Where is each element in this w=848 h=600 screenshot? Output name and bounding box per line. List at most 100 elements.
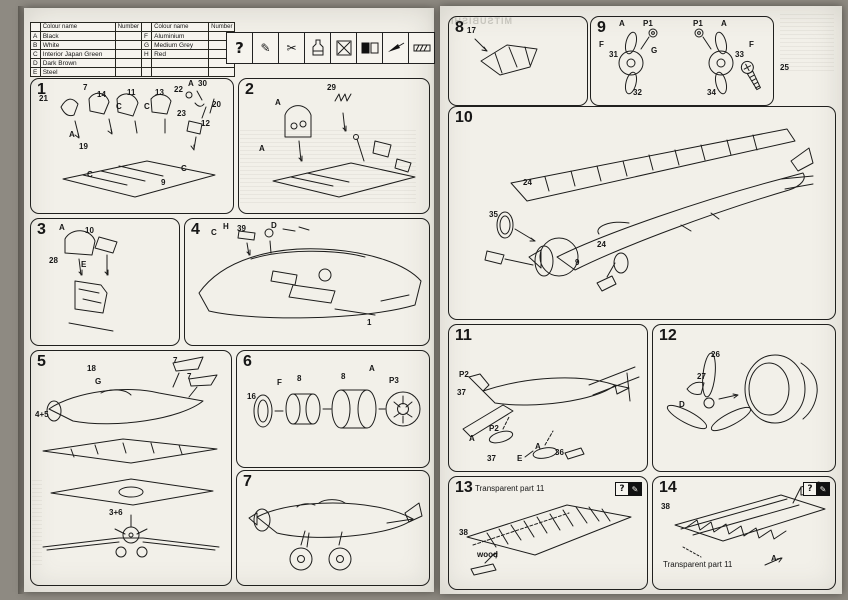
glue-icon bbox=[305, 33, 331, 63]
symbol-legend: ? ✎ ✂ bbox=[226, 32, 435, 64]
landing-gear-drawing bbox=[248, 499, 423, 571]
step-number: 1 bbox=[37, 81, 46, 98]
part-label: 7 bbox=[187, 372, 192, 381]
underwing-stores-drawing bbox=[462, 366, 640, 460]
pencil-icon: ✎ bbox=[817, 482, 830, 496]
part-label: 39 bbox=[237, 224, 246, 233]
cell bbox=[114, 40, 143, 50]
cell bbox=[141, 58, 153, 68]
step-5-panel: 5 18 G 7 7 4+5 3+6 bbox=[30, 350, 232, 586]
part-label: 26 bbox=[711, 350, 720, 359]
part-label: 24 bbox=[523, 178, 532, 187]
cell: G bbox=[141, 40, 153, 50]
step-7-panel: 7 bbox=[236, 470, 430, 586]
part-label: A bbox=[369, 364, 375, 373]
step-number: 4 bbox=[191, 221, 200, 238]
part-label: 9 bbox=[575, 258, 580, 267]
step-6-panel: 6 16 F 8 8 A P3 bbox=[236, 350, 430, 468]
step-14-panel: 14 ? ✎ 38 Transparent part 11 A bbox=[652, 476, 836, 590]
part-label: 1 bbox=[367, 318, 372, 327]
part-label: C bbox=[144, 102, 150, 111]
seat-drawing bbox=[64, 230, 118, 332]
step-number: 3 bbox=[37, 221, 46, 238]
cell bbox=[114, 58, 143, 68]
paint-icon bbox=[357, 33, 383, 63]
cell bbox=[141, 67, 153, 77]
part-label: A bbox=[259, 144, 265, 153]
wing-planking-drawing bbox=[466, 504, 632, 576]
cell: B bbox=[30, 40, 41, 50]
part-label: 38 bbox=[459, 528, 468, 537]
part-label: 33 bbox=[735, 50, 744, 59]
step-13-panel: 13 Transparent part 11 ? ✎ 38 wood bbox=[448, 476, 648, 590]
scan-edge-shadow bbox=[18, 6, 25, 594]
cell: C bbox=[30, 49, 41, 59]
part-label: 8 bbox=[297, 374, 302, 383]
step-number: 9 bbox=[597, 19, 606, 36]
part-label: 4+5 bbox=[35, 410, 49, 419]
file-icon bbox=[409, 33, 434, 63]
part-label: 9 bbox=[161, 178, 166, 187]
cockpit-bulkheads-drawing bbox=[60, 90, 216, 198]
part-label: 11 bbox=[127, 88, 136, 97]
step-9-panel: 9 A P1 F 31 G 32 P1 A F 33 34 bbox=[590, 16, 774, 106]
part-label: G bbox=[651, 46, 658, 55]
part-label: C bbox=[87, 170, 93, 179]
question-icon: ? bbox=[615, 482, 629, 496]
cell: A bbox=[30, 31, 41, 41]
part-label: 20 bbox=[212, 100, 221, 109]
part-label: 37 bbox=[457, 388, 466, 397]
part-label: E bbox=[517, 454, 523, 463]
part-label: 30 bbox=[198, 79, 207, 88]
cell: Black bbox=[39, 31, 116, 41]
optional-step-badge: ? ✎ bbox=[803, 482, 830, 496]
part-label: F bbox=[599, 40, 604, 49]
propeller-cowl-drawing bbox=[666, 352, 818, 432]
part-label: 21 bbox=[39, 94, 48, 103]
part-label: 37 bbox=[487, 454, 496, 463]
question-icon: ? bbox=[227, 33, 253, 63]
cell: Dark Brown bbox=[39, 58, 116, 68]
part-label: 22 bbox=[174, 85, 183, 94]
pencil-icon: ✎ bbox=[253, 33, 279, 63]
part-label: 14 bbox=[97, 90, 106, 99]
col-letter bbox=[30, 22, 41, 32]
part-label: A bbox=[275, 98, 281, 107]
step-number: 10 bbox=[455, 109, 473, 126]
cell: F bbox=[141, 31, 153, 41]
cell: Interior Japan Green bbox=[39, 49, 116, 59]
part-label: A bbox=[721, 19, 727, 28]
step-number: 11 bbox=[455, 327, 472, 344]
part-label: wood bbox=[477, 550, 498, 559]
col-letter2 bbox=[141, 22, 153, 32]
cell bbox=[114, 31, 143, 41]
part-label: 16 bbox=[247, 392, 256, 401]
question-icon: ? bbox=[803, 482, 817, 496]
part-label: 28 bbox=[49, 256, 58, 265]
step-number: 6 bbox=[243, 353, 252, 370]
step-8-panel: 8 17 bbox=[448, 16, 588, 106]
part-label: 7 bbox=[173, 356, 178, 365]
part-label: 38 bbox=[661, 502, 670, 511]
part-label: A bbox=[59, 223, 65, 232]
col-number2: Number bbox=[208, 22, 236, 32]
step-number: 13 bbox=[455, 479, 473, 496]
knife-icon bbox=[383, 33, 409, 63]
part-label: 35 bbox=[489, 210, 498, 219]
step-4-panel: 4 C H 39 D 1 bbox=[184, 218, 430, 346]
part-label: 7 bbox=[83, 83, 88, 92]
part-label: 27 bbox=[697, 372, 706, 381]
part-label: 19 bbox=[79, 142, 88, 151]
part-label: 32 bbox=[633, 88, 642, 97]
step-10-panel: 10 24 35 9 24 bbox=[448, 106, 836, 320]
step-number: 14 bbox=[659, 479, 677, 496]
part-label: 31 bbox=[609, 50, 618, 59]
windscreen-drawing bbox=[474, 38, 538, 76]
spinner-propeller-drawing bbox=[618, 28, 734, 95]
part-label: 17 bbox=[467, 26, 476, 35]
cell bbox=[114, 67, 143, 77]
part-label: P2 bbox=[459, 370, 469, 379]
